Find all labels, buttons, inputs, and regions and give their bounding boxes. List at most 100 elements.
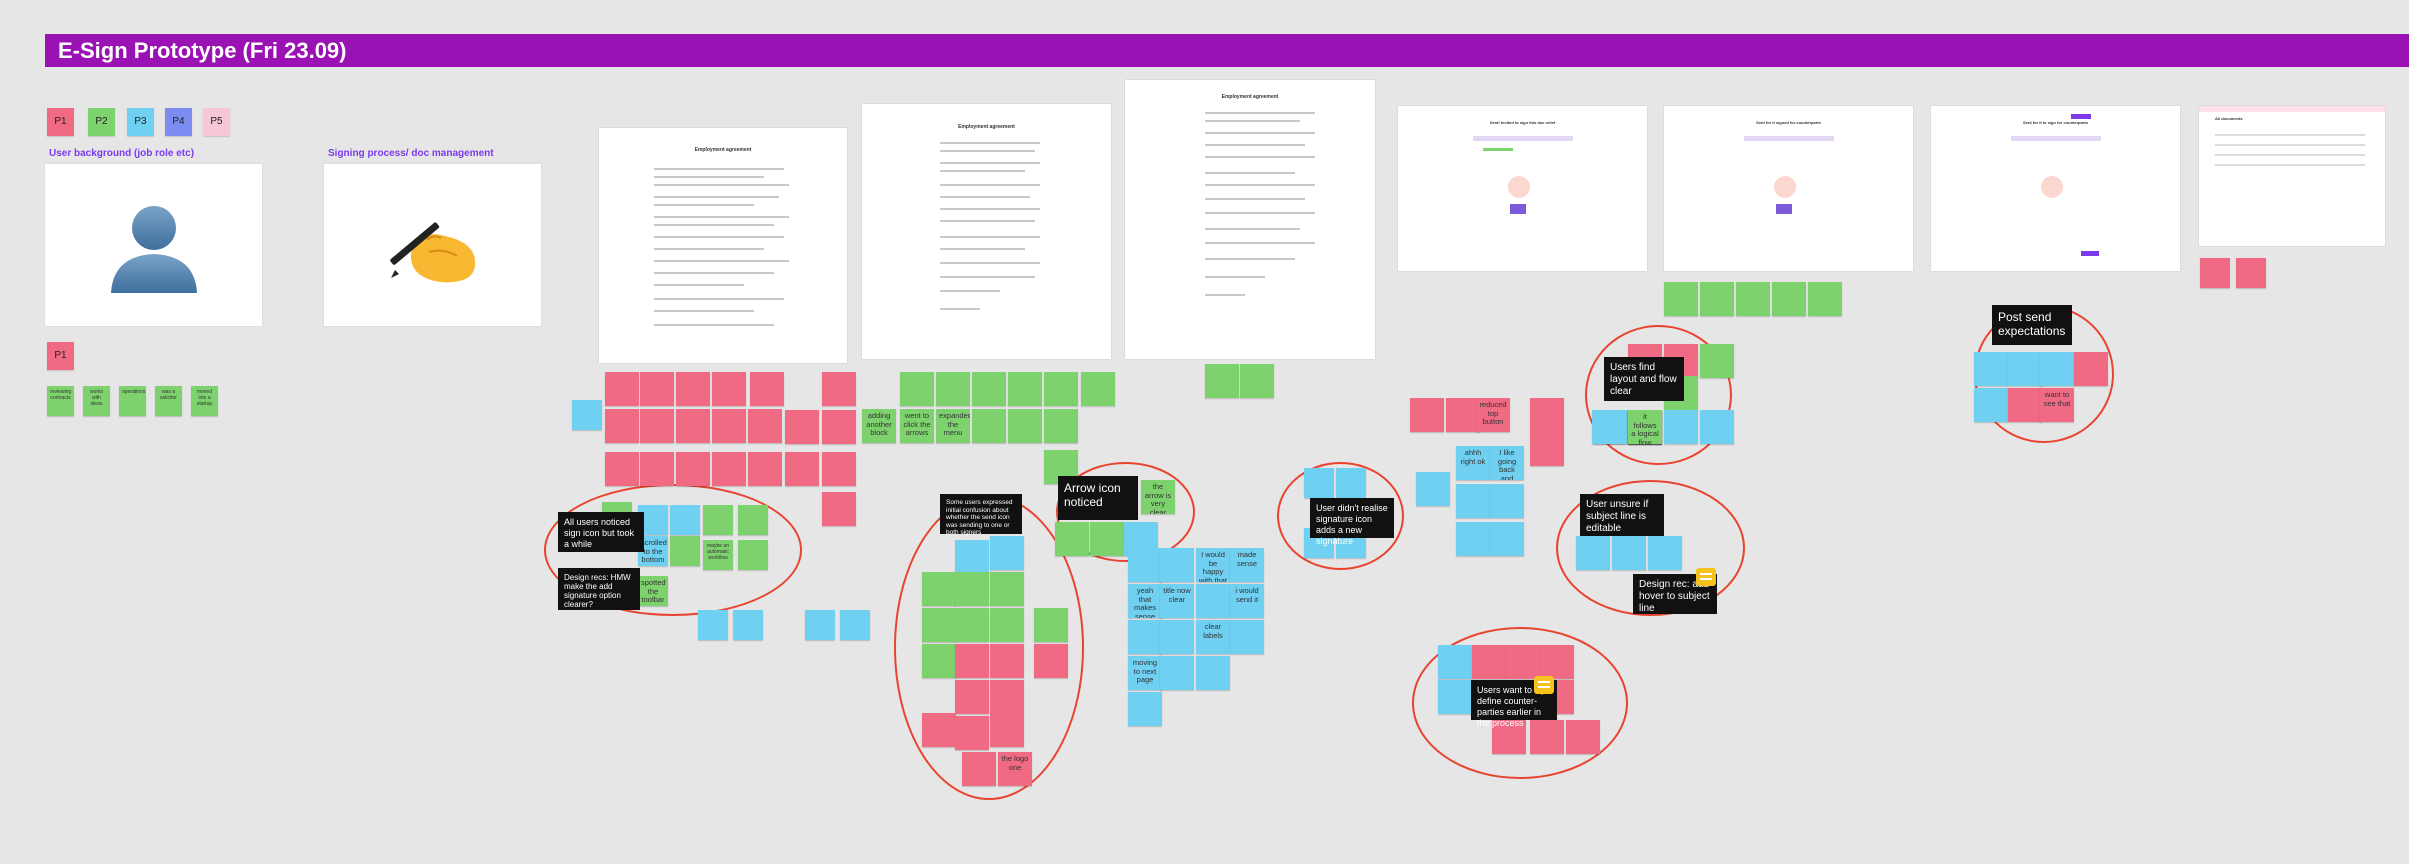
sticky-note[interactable] (955, 540, 989, 574)
sticky-note[interactable] (1090, 522, 1124, 556)
sticky-note[interactable] (822, 492, 856, 526)
note-startup[interactable]: moved into a startup (191, 386, 218, 416)
sticky-note[interactable] (1456, 484, 1490, 518)
sticky-note[interactable] (1008, 409, 1042, 443)
sticky-note[interactable] (1196, 656, 1230, 690)
callout-design-recs[interactable]: Design recs: HMW make the add signature … (558, 568, 640, 610)
sticky-note[interactable] (2074, 352, 2108, 386)
sticky-note[interactable] (900, 372, 934, 406)
comment-icon[interactable] (1696, 568, 1716, 587)
sticky-note[interactable] (2236, 258, 2266, 288)
sticky-note[interactable] (922, 713, 956, 747)
sticky-note[interactable] (955, 572, 989, 606)
participant-tag[interactable]: P1 (47, 342, 74, 370)
sticky-would-send[interactable]: i would send it (1230, 584, 1264, 618)
sticky-note[interactable] (990, 536, 1024, 570)
sticky-note[interactable] (572, 400, 602, 430)
document-page-3[interactable]: Employment agreement (1125, 80, 1375, 359)
sticky-note[interactable] (1490, 484, 1524, 518)
sticky-note[interactable] (955, 644, 989, 678)
sticky-note[interactable] (1446, 398, 1480, 432)
legend-p2[interactable]: P2 (88, 108, 115, 136)
sticky-note[interactable] (1664, 282, 1698, 316)
sticky-note[interactable] (1648, 536, 1682, 570)
sticky-note[interactable] (2040, 352, 2074, 386)
sticky-expanded-menu[interactable]: expanded the menu (936, 409, 970, 443)
sticky-note[interactable] (822, 410, 856, 444)
sticky-note[interactable] (922, 572, 956, 606)
document-page-2[interactable]: Employment agreement (862, 104, 1111, 359)
sticky-note[interactable] (698, 610, 728, 640)
sticky-note[interactable] (676, 452, 710, 486)
callout-subject-line[interactable]: User unsure if subject line is editable (1580, 494, 1664, 536)
sticky-note[interactable] (990, 644, 1024, 678)
sticky-note[interactable] (605, 372, 639, 406)
sticky-note[interactable] (1974, 352, 2008, 386)
sticky-note[interactable] (1492, 720, 1526, 754)
sticky-right-ok[interactable]: ahhh right ok (1456, 446, 1490, 480)
sticky-note[interactable] (1410, 398, 1444, 432)
sticky-note[interactable] (676, 372, 710, 406)
sticky-note[interactable] (785, 452, 819, 486)
sticky-note[interactable] (1128, 692, 1162, 726)
sticky-note[interactable] (936, 372, 970, 406)
sticky-note[interactable] (1456, 522, 1490, 556)
sticky-note[interactable] (955, 608, 989, 642)
sticky-note[interactable] (1044, 372, 1078, 406)
sticky-note[interactable] (1160, 548, 1194, 582)
sticky-note[interactable] (1664, 410, 1698, 444)
sticky-note[interactable] (1160, 620, 1194, 654)
sticky-want-to[interactable]: want to see that (2040, 388, 2074, 422)
sticky-note[interactable] (712, 372, 746, 406)
legend-p5[interactable]: P5 (203, 108, 230, 136)
sticky-note[interactable] (922, 644, 956, 678)
sticky-note[interactable] (785, 410, 819, 444)
sticky-note[interactable] (1416, 472, 1450, 506)
sticky-moving[interactable]: moving to next page (1128, 656, 1162, 690)
sticky-layout[interactable]: maybe an automatic workflow (703, 540, 733, 570)
sticky-reduced-top[interactable]: reduced top button (1476, 398, 1510, 432)
sticky-note[interactable] (1304, 468, 1334, 498)
sticky-note[interactable] (962, 752, 996, 786)
sticky-note[interactable] (640, 452, 674, 486)
sticky-note[interactable] (1128, 548, 1162, 582)
sticky-note[interactable] (1530, 432, 1564, 466)
sticky-note[interactable] (1205, 364, 1239, 398)
sticky-note[interactable] (1055, 522, 1089, 556)
sticky-note[interactable] (1490, 522, 1524, 556)
note-works-with-ideas[interactable]: works with ideas (83, 386, 110, 416)
sticky-note[interactable] (1974, 388, 2008, 422)
sticky-note[interactable] (1044, 409, 1078, 443)
sticky-note[interactable] (922, 608, 956, 642)
note-reviewing[interactable]: reviewing contracts (47, 386, 74, 416)
sticky-happy[interactable]: I would be happy with that (1196, 548, 1230, 582)
sticky-title-clear[interactable]: title now clear (1160, 584, 1194, 618)
sticky-note[interactable] (822, 452, 856, 486)
sticky-note[interactable] (738, 540, 768, 570)
sticky-note[interactable] (670, 505, 700, 535)
sticky-note[interactable] (640, 409, 674, 443)
callout-sign-icon[interactable]: All users noticed sign icon but took a w… (558, 512, 644, 552)
callout-confusion[interactable]: Some users expressed initial confusion a… (940, 494, 1022, 536)
sticky-note[interactable] (750, 372, 784, 406)
sticky-note[interactable] (1700, 410, 1734, 444)
callout-arrow-icon[interactable]: Arrow icon noticed (1058, 476, 1138, 520)
sticky-went-to-click[interactable]: went to click the arrows (900, 409, 934, 443)
callout-layout-flow[interactable]: Users find layout and flow clear (1604, 357, 1684, 401)
sticky-note[interactable] (1438, 680, 1472, 714)
sticky-note[interactable] (712, 452, 746, 486)
sticky-note[interactable] (1160, 656, 1194, 690)
note-solicitor[interactable]: was a solicitor (155, 386, 182, 416)
screen-all-documents[interactable]: All documents (2199, 106, 2385, 246)
sticky-note[interactable] (1128, 620, 1162, 654)
sticky-note[interactable] (1034, 608, 1068, 642)
sticky-note[interactable] (1008, 372, 1042, 406)
legend-p4[interactable]: P4 (165, 108, 192, 136)
screen-sent-counterparts-1[interactable]: Sent for it signed for counterparts (1664, 106, 1913, 271)
screen-sent-counterparts-2[interactable]: Sent for it to sign for counterparts (1931, 106, 2180, 271)
sticky-quite-clear[interactable]: yeah that makes sense (1128, 584, 1162, 618)
sticky-note[interactable] (703, 505, 733, 535)
sticky-note[interactable] (1240, 364, 1274, 398)
sticky-made-sense[interactable]: made sense (1230, 548, 1264, 582)
sticky-note[interactable] (972, 372, 1006, 406)
